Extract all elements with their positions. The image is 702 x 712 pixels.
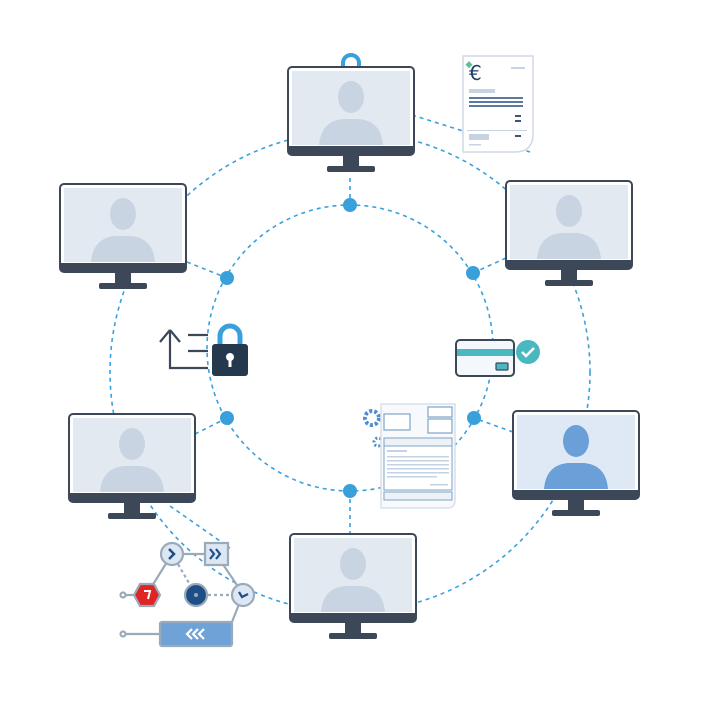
monitor-base xyxy=(99,283,147,289)
monitor-base xyxy=(329,633,377,639)
check-icon xyxy=(516,340,540,364)
monitor-stand xyxy=(568,499,584,511)
ring-node xyxy=(343,484,357,498)
person-shoulders xyxy=(537,233,601,259)
next-step-node xyxy=(159,541,185,567)
monitor-right xyxy=(512,410,640,516)
monitor-top-left xyxy=(59,183,187,289)
monitor-stand xyxy=(345,622,361,634)
spoke xyxy=(186,261,228,279)
monitor-top-right xyxy=(505,180,633,286)
person-shoulders xyxy=(321,586,385,612)
monitor-bottom xyxy=(289,533,417,639)
ring-node xyxy=(220,271,234,285)
monitor-bezel xyxy=(61,263,185,271)
secure-upload-lock-icon xyxy=(159,323,248,376)
ring-node xyxy=(343,198,357,212)
monitor-stand xyxy=(561,269,577,281)
monitor-left xyxy=(68,413,196,519)
ring-node xyxy=(220,411,234,425)
ring-nodes xyxy=(220,198,481,498)
spoke xyxy=(194,417,228,435)
spoke xyxy=(472,257,507,274)
workflow-icon xyxy=(119,541,256,648)
lock-icon xyxy=(341,53,361,69)
person-shoulders xyxy=(544,463,608,489)
person-shoulders xyxy=(100,466,164,492)
clock-node xyxy=(230,582,256,608)
currency-symbol: € xyxy=(469,61,482,85)
person-head xyxy=(338,81,364,113)
monitor-base xyxy=(108,513,156,519)
fast-forward-node xyxy=(203,541,230,567)
payment-card-verified-icon xyxy=(455,339,540,377)
person-shoulders xyxy=(319,119,383,145)
ring-node xyxy=(467,411,481,425)
monitor-bezel xyxy=(70,493,194,501)
monitors xyxy=(59,53,640,639)
monitor-top xyxy=(287,53,415,172)
ring-node xyxy=(466,266,480,280)
person-head xyxy=(563,425,589,457)
monitor-stand xyxy=(343,155,359,167)
person-head xyxy=(340,548,366,580)
error-node xyxy=(132,582,162,608)
rewind-bar xyxy=(158,620,234,648)
spoke xyxy=(169,505,231,549)
person-head xyxy=(119,428,145,460)
monitor-base xyxy=(552,510,600,516)
document-settings-icon xyxy=(363,403,456,509)
monitor-stand xyxy=(124,502,140,514)
person-head xyxy=(110,198,136,230)
monitor-stand xyxy=(115,272,131,284)
monitor-bezel xyxy=(289,146,413,154)
person-shoulders xyxy=(91,236,155,262)
monitor-bezel xyxy=(291,613,415,621)
monitor-base xyxy=(327,166,375,172)
monitor-bezel xyxy=(507,260,631,268)
monitor-base xyxy=(545,280,593,286)
monitor-bezel xyxy=(514,490,638,498)
invoice-icon: € xyxy=(462,55,534,153)
gear-icon xyxy=(363,409,381,427)
person-head xyxy=(556,195,582,227)
